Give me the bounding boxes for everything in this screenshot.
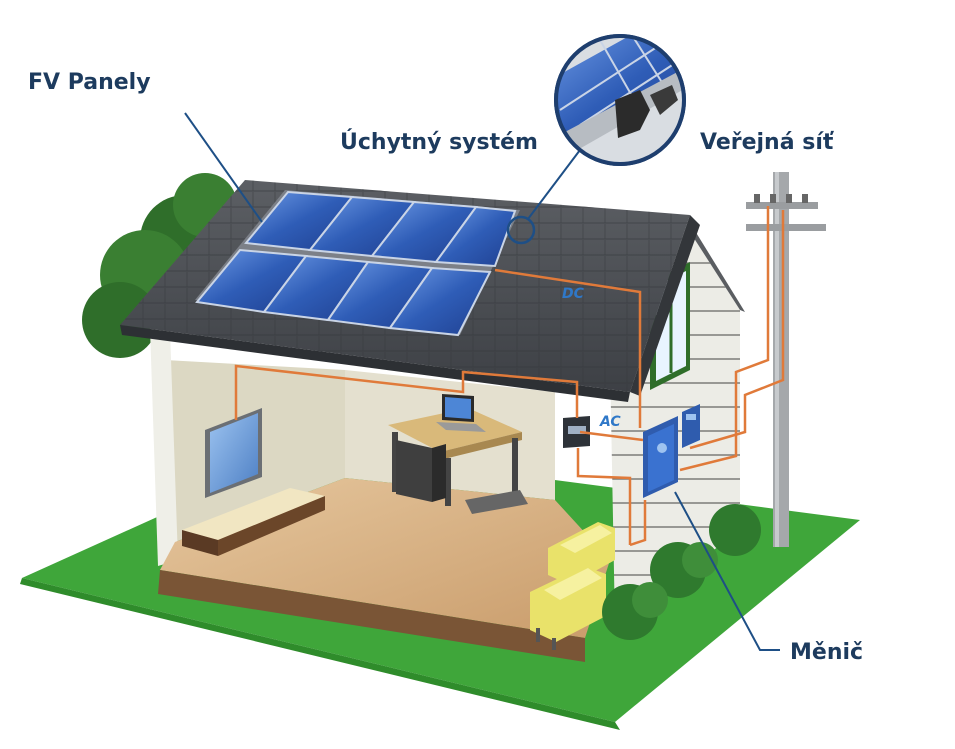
panels-pointer-line bbox=[184, 112, 263, 223]
tv bbox=[205, 408, 262, 498]
dc-wire-label: DC bbox=[562, 286, 584, 302]
outer-left-wall bbox=[150, 328, 178, 566]
desk bbox=[388, 394, 528, 514]
solar-panels bbox=[195, 190, 520, 337]
inverter-pointer-line bbox=[674, 491, 780, 651]
panels-label: FV Panely bbox=[28, 70, 151, 95]
armchairs bbox=[530, 522, 615, 650]
bushes bbox=[602, 504, 761, 640]
mounting-label: Úchytný systém bbox=[340, 130, 538, 155]
bench bbox=[182, 488, 325, 556]
inverter-unit bbox=[643, 404, 700, 498]
mounting-highlight-circle bbox=[506, 215, 536, 245]
inverter-label: Měnič bbox=[790, 640, 864, 665]
grid-label: Veřejná síť bbox=[700, 130, 834, 155]
utility-pole bbox=[746, 172, 826, 547]
ac-wire-label: AC bbox=[600, 414, 621, 430]
meter-box bbox=[563, 416, 590, 448]
mounting-zoom-bubble bbox=[554, 34, 686, 166]
wiring bbox=[234, 206, 785, 547]
